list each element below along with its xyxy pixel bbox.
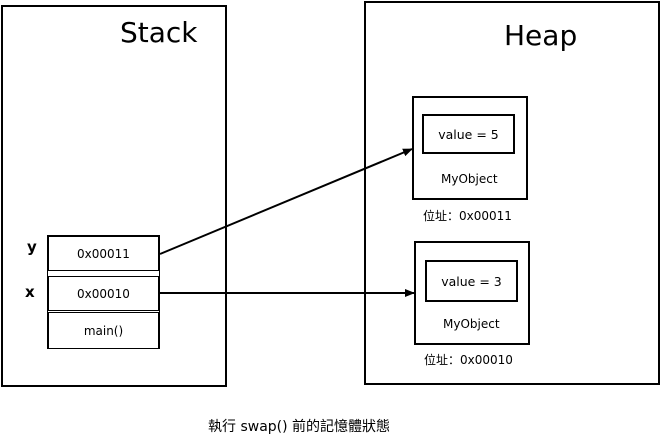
stack-var-y: y bbox=[27, 238, 37, 256]
heap-object-1-address: 位址：0x00011 bbox=[423, 209, 512, 223]
diagram-caption: 執行 swap() 前的記憶體狀態 bbox=[208, 419, 391, 435]
stack-var-x: x bbox=[25, 283, 35, 301]
heap-object-2-type: MyObject bbox=[443, 317, 500, 331]
heap-object-2-address: 位址：0x00010 bbox=[424, 353, 513, 367]
heap-object-2-value: value = 3 bbox=[425, 260, 518, 302]
heap-title: Heap bbox=[504, 19, 578, 52]
stack-cell-x: 0x00010 bbox=[48, 276, 159, 311]
arrow-y-to-object-1 bbox=[159, 148, 413, 255]
stack-title: Stack bbox=[120, 16, 198, 49]
stack-frame-main: main() bbox=[48, 312, 159, 349]
heap-object-1-type: MyObject bbox=[441, 172, 498, 186]
stack-cell-y: 0x00011 bbox=[48, 236, 159, 271]
heap-object-1-value: value = 5 bbox=[422, 114, 515, 154]
